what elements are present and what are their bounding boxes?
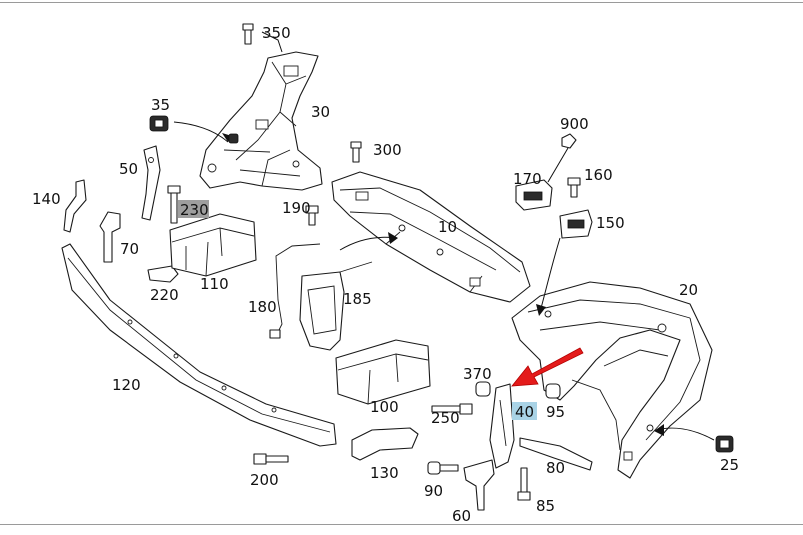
- bolt-300: [350, 141, 362, 163]
- label-110: 110: [200, 275, 229, 293]
- bolt-160: [567, 177, 581, 198]
- label-20: 20: [679, 281, 698, 299]
- part-30-support: [199, 51, 323, 191]
- label-900: 900: [560, 115, 589, 133]
- bracket-150: [559, 209, 593, 239]
- label-50: 50: [119, 160, 138, 178]
- bracket-70: [99, 211, 121, 263]
- label-300: 300: [373, 141, 402, 159]
- label-200: 200: [250, 471, 279, 489]
- label-170: 170: [513, 170, 542, 188]
- bolt-370: [475, 381, 491, 397]
- bolt-85: [517, 467, 531, 501]
- bracket-170: [515, 179, 553, 211]
- label-190: 190: [282, 199, 311, 217]
- label-90: 90: [424, 482, 443, 500]
- label-140: 140: [32, 190, 61, 208]
- label-80: 80: [546, 459, 565, 477]
- label-180: 180: [248, 298, 277, 316]
- label-130: 130: [370, 464, 399, 482]
- label-100: 100: [370, 398, 399, 416]
- label-185: 185: [343, 290, 372, 308]
- part-110-box: [169, 213, 257, 277]
- label-350: 350: [262, 24, 291, 42]
- bolt-90: [427, 461, 459, 475]
- top-rule: [0, 2, 803, 3]
- part-10-crossmember: [331, 171, 531, 303]
- label-60: 60: [452, 507, 471, 525]
- plate-185: [299, 261, 373, 351]
- label-35: 35: [151, 96, 170, 114]
- label-10: 10: [438, 218, 457, 236]
- label-25: 25: [720, 456, 739, 474]
- label-160: 160: [584, 166, 613, 184]
- bracket-130: [351, 427, 419, 461]
- label-70: 70: [120, 240, 139, 258]
- label-95: 95: [546, 403, 565, 421]
- bolt-200: [253, 453, 289, 465]
- highlight-40: [512, 402, 537, 420]
- label-230: 230: [180, 201, 209, 219]
- bracket-220: [147, 265, 179, 283]
- bolt-350: [242, 23, 283, 53]
- label-40: 40: [515, 403, 534, 421]
- red-arrow: [511, 347, 584, 387]
- bolt-190: [305, 205, 319, 226]
- label-30: 30: [311, 103, 330, 121]
- label-250: 250: [431, 409, 460, 427]
- bolt-230: [167, 185, 181, 224]
- label-85: 85: [536, 497, 555, 515]
- bracket-40: [489, 383, 515, 469]
- highlight-230: [178, 200, 209, 218]
- bottom-rule: [0, 524, 803, 525]
- part-120-beam: [61, 243, 337, 447]
- bolt-95: [545, 383, 561, 399]
- label-150: 150: [596, 214, 625, 232]
- bracket-140: [63, 179, 87, 233]
- bracket-50: [141, 145, 161, 221]
- clip-900: [547, 133, 577, 183]
- label-220: 220: [150, 286, 179, 304]
- cable-180: [269, 243, 321, 339]
- bracket-60: [463, 459, 495, 511]
- part-100-box: [335, 339, 431, 405]
- bracket-80: [519, 437, 593, 471]
- nut-35: [149, 115, 169, 132]
- pointer-35: [173, 121, 229, 143]
- nut-25: [715, 435, 734, 453]
- label-370: 370: [463, 365, 492, 383]
- label-120: 120: [112, 376, 141, 394]
- bolt-250: [431, 403, 473, 415]
